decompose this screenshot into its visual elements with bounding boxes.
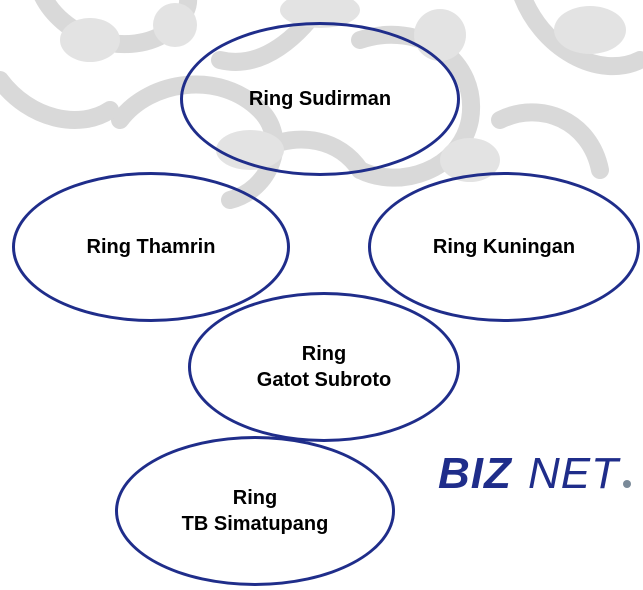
ring-gatot-subroto-label: Ring Gatot Subroto <box>257 341 391 393</box>
ring-kuningan-label: Ring Kuningan <box>433 234 575 260</box>
ring-kuningan-text: Ring Kuningan <box>432 236 576 258</box>
ring-gatot-subroto-line-2: Gatot Subroto <box>256 369 392 391</box>
ring-thamrin-node: Ring Thamrin <box>12 172 290 322</box>
ring-sudirman-text: Ring Sudirman <box>248 88 392 110</box>
ring-tb-simatupang-line-2: TB Simatupang <box>181 513 329 535</box>
ring-gatot-subroto-line-1: Ring <box>301 343 347 365</box>
ring-gatot-subroto-node: Ring Gatot Subroto <box>188 292 460 442</box>
ring-sudirman-node: Ring Sudirman <box>180 22 460 176</box>
ring-thamrin-label: Ring Thamrin <box>87 234 216 260</box>
ring-tb-simatupang-node: Ring TB Simatupang <box>115 436 395 586</box>
ring-thamrin-text: Ring Thamrin <box>86 236 216 258</box>
ring-kuningan-node: Ring Kuningan <box>368 172 640 322</box>
biznet-logo: BIZ NET <box>438 449 631 498</box>
ring-sudirman-label: Ring Sudirman <box>249 86 391 112</box>
ring-tb-simatupang-line-1: Ring <box>232 487 278 509</box>
biznet-logo-light-text: NET <box>528 449 621 498</box>
biznet-logo-dot-icon <box>623 480 631 488</box>
ring-tb-simatupang-label: Ring TB Simatupang <box>182 485 329 537</box>
biznet-logo-bold-text: BIZ <box>438 449 513 498</box>
